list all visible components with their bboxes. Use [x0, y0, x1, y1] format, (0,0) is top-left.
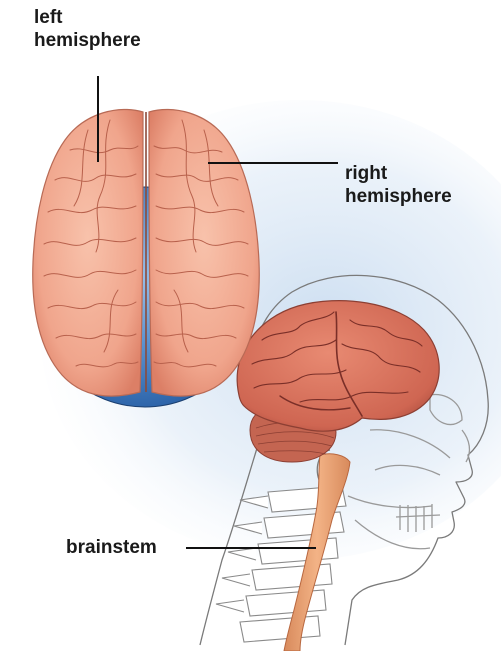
right-hemisphere-label-line1: right — [345, 162, 452, 185]
left-hemisphere-label: left hemisphere — [34, 6, 141, 52]
left-hemisphere-label-line2: hemisphere — [34, 29, 141, 52]
right-hemisphere-label: right hemisphere — [345, 162, 452, 208]
right-hemisphere-label-line2: hemisphere — [345, 185, 452, 208]
brain-top-view — [33, 109, 260, 396]
brainstem-label: brainstem — [66, 536, 157, 559]
left-hemisphere-shape — [33, 109, 143, 396]
left-hemisphere-label-line1: left — [34, 6, 141, 29]
